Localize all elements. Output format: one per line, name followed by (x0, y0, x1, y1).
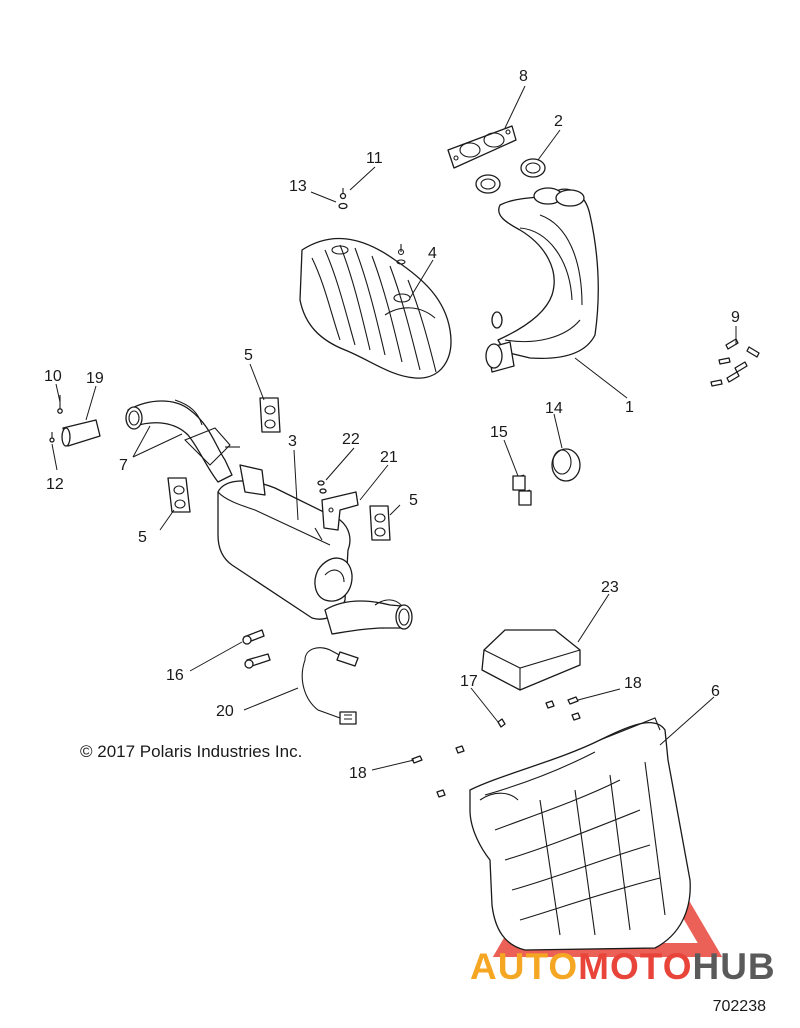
callout-18-b: 18 (349, 765, 367, 782)
callout-14: 14 (545, 400, 563, 417)
callout-13: 13 (289, 178, 307, 195)
part-21-bracket (321, 491, 359, 531)
callout-5-b: 5 (138, 529, 147, 546)
watermark-auto: AUTO (470, 946, 579, 987)
part-22-clips (317, 480, 327, 494)
callout-12: 12 (46, 476, 64, 493)
watermark-logo-text: AUTOMOTOHUB (470, 946, 776, 988)
part-5-isolator-c (369, 505, 391, 541)
callout-19: 19 (86, 370, 104, 387)
part-10-12-19-tip (49, 395, 101, 447)
callout-6: 6 (711, 683, 720, 700)
part-7-outlet-pipe (125, 399, 240, 483)
callout-7: 7 (119, 457, 128, 474)
callout-22: 22 (342, 431, 360, 448)
leader-lines (51, 85, 737, 771)
callout-16: 16 (166, 667, 184, 684)
part-23-heat-plate (481, 629, 581, 691)
part-2-seal-rings (475, 158, 546, 194)
callout-3: 3 (288, 433, 297, 450)
callout-5-a: 5 (244, 347, 253, 364)
part-9-bolts (710, 338, 760, 387)
part-4-heat-shield (299, 237, 452, 379)
callout-23: 23 (601, 579, 619, 596)
callout-9: 9 (731, 309, 740, 326)
part-20-o2-sensor (301, 647, 359, 725)
part-3-muffler (217, 464, 413, 635)
part-14-grommet (551, 448, 581, 482)
part-1-header-pipe (485, 187, 599, 373)
callout-8: 8 (519, 68, 528, 85)
callout-21: 21 (380, 449, 398, 466)
callout-10: 10 (44, 368, 62, 385)
callout-17: 17 (460, 673, 478, 690)
callout-18-a: 18 (624, 675, 642, 692)
part-15-springs (512, 474, 532, 506)
part-6-lower-heat-shield (469, 717, 691, 951)
callout-15: 15 (490, 424, 508, 441)
callout-5-c: 5 (409, 492, 418, 509)
watermark-moto: MOTO (578, 946, 693, 987)
part-16-bolts (242, 629, 271, 669)
part-8-gasket (447, 125, 517, 169)
copyright-notice: © 2017 Polaris Industries Inc. (80, 742, 303, 761)
part-5-isolator-a (259, 397, 281, 433)
callouts: 1 2 3 4 5 5 5 6 7 8 9 10 11 12 13 14 15 … (44, 68, 740, 782)
callout-4: 4 (428, 245, 437, 262)
callout-2: 2 (554, 113, 563, 130)
callout-1: 1 (625, 399, 634, 416)
part-5-isolator-b (167, 477, 191, 513)
diagram-part-number: 702238 (712, 998, 766, 1015)
callout-20: 20 (216, 703, 234, 720)
callout-11: 11 (366, 150, 383, 167)
part-11-13-bolt-washer (338, 188, 348, 210)
part-17-18-screws (411, 696, 581, 798)
watermark-hub: HUB (692, 946, 776, 987)
